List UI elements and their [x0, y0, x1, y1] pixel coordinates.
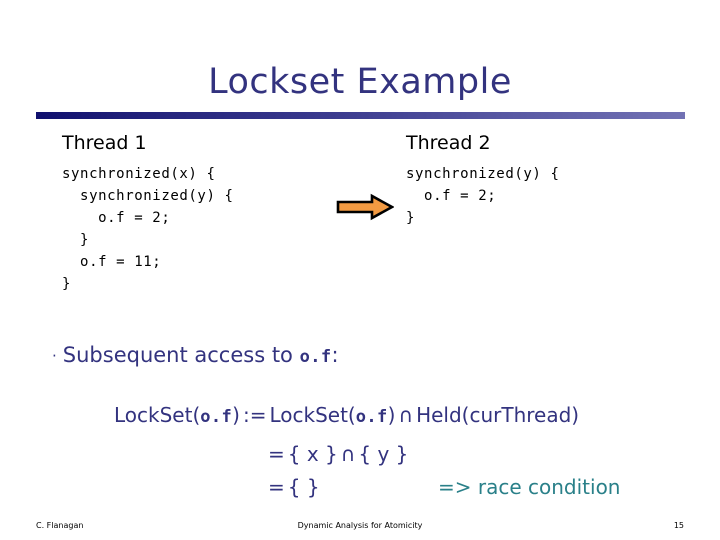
eq1-rhs1: LockSet( [269, 403, 356, 427]
eq3-equals: = [268, 475, 285, 499]
footer-author: C. Flanagan [36, 521, 84, 530]
right-arrow-icon [336, 193, 394, 221]
footer-title: Dynamic Analysis for Atomicity [297, 521, 423, 530]
footer-page-number: 15 [673, 521, 684, 530]
eq1-lhs-close: ) [232, 403, 240, 427]
thread-2-code: synchronized(y) { o.f = 2; } [406, 166, 560, 226]
eq1-rhs1-mono: o.f [355, 407, 388, 427]
right-arrow-shape [336, 193, 394, 221]
equation-line-2: ={ x }∩{ y } [268, 440, 411, 468]
eq2-intersect-operator: ∩ [340, 442, 356, 466]
eq1-assign-operator: := [242, 403, 267, 427]
thread-2-heading: Thread 2 [406, 132, 491, 154]
eq1-lhs-mono: o.f [200, 407, 233, 427]
thread-1-column: Thread 1 synchronized(x) { synchronized(… [62, 131, 382, 295]
eq3-empty-set: { } [287, 475, 320, 499]
page-title: Lockset Example [208, 62, 512, 102]
thread-1-heading: Thread 1 [62, 132, 147, 154]
eq1-rhs1-close: ) [387, 403, 396, 427]
eq2-set-x: { x } [287, 442, 338, 466]
eq1-lhs: LockSet( [114, 403, 201, 427]
bullet-marker-icon: · [52, 347, 57, 365]
thread-2-column: Thread 2 synchronized(y) { o.f = 2; } [406, 131, 696, 229]
eq2-set-y: { y } [358, 442, 409, 466]
thread-1-code: synchronized(x) { synchronized(y) { o.f … [62, 166, 234, 292]
race-condition-annotation: => race condition [438, 475, 621, 499]
eq2-equals: = [268, 442, 285, 466]
title-divider-rule [36, 112, 685, 119]
bullet-subsequent-access: · Subsequent access to o.f: [52, 340, 339, 372]
bullet-text-after: : [331, 343, 339, 367]
equation-line-3: ={ } [268, 473, 323, 501]
eq1-rhs2: Held(curThread) [416, 403, 580, 427]
bullet-mono-field: o.f [299, 347, 332, 367]
equation-line-1: LockSet(o.f):=LockSet(o.f)∩Held(curThrea… [114, 401, 579, 431]
eq1-intersect-operator: ∩ [398, 403, 414, 427]
bullet-text-before: Subsequent access to [62, 343, 300, 367]
